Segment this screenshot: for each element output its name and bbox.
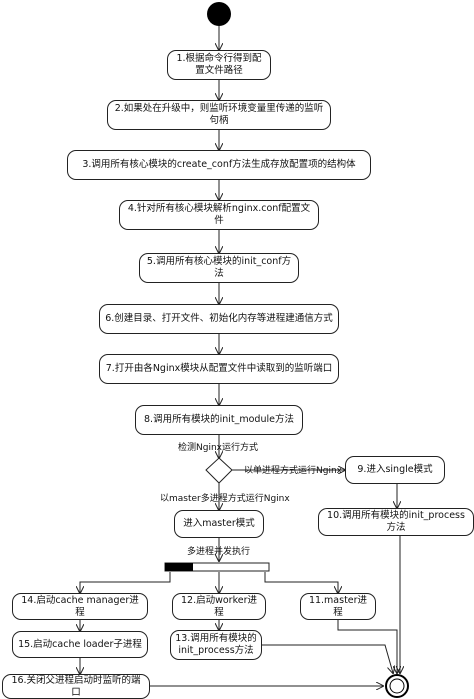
step-5-node: 5.调用所有核心模块的init_conf方法 xyxy=(139,253,299,283)
step-10-text: 10.调用所有模块的init_process方法 xyxy=(327,510,465,533)
decision-node xyxy=(205,457,233,484)
label-single-process: 以单进程方式运行Nginx xyxy=(244,466,342,476)
step-4-text: 4.针对所有核心模块解析nginx.conf配置文件 xyxy=(127,203,311,226)
fork-bar-fill xyxy=(165,563,193,571)
label-concurrent: 多进程并发执行 xyxy=(187,547,251,557)
label-detect-mode: 检测Nginx运行方式 xyxy=(178,443,258,453)
edge-fork-11 xyxy=(264,572,338,593)
end-node-core xyxy=(389,678,405,694)
step-14-text: 14.启动cache manager进程 xyxy=(21,594,139,618)
step-15-node: 15.启动cache loader子进程 xyxy=(12,631,148,658)
step-11-node: 11.master进程 xyxy=(300,593,376,620)
step-3-text: 3.调用所有核心模块的create_conf方法生成存放配置项的结构体 xyxy=(82,159,356,171)
step-4-node: 4.针对所有核心模块解析nginx.conf配置文件 xyxy=(119,200,319,230)
step-16-node: 16.关闭父进程启动时监听的端口 xyxy=(2,674,150,699)
step-8-text: 8.调用所有模块的init_module方法 xyxy=(144,414,294,426)
step-5-text: 5.调用所有核心模块的init_conf方法 xyxy=(146,256,292,279)
step-15-text: 15.启动cache loader子进程 xyxy=(18,638,142,650)
master-mode-text: 进入master模式 xyxy=(183,518,255,530)
edge-13-end xyxy=(260,644,393,673)
step-6-node: 6.创建目录、打开文件、初始化内存等进程建通信方式 xyxy=(99,304,339,334)
edge-11-end xyxy=(337,620,397,673)
step-1-node: 1.根据命令行得到配置文件路径 xyxy=(167,50,271,80)
step-2-text: 2.如果处在升级中，则监听环境变量里传递的监听句柄 xyxy=(114,103,324,126)
step-13-node: 13.调用所有模块的init_process方法 xyxy=(170,630,262,660)
step-13-text: 13.调用所有模块的init_process方法 xyxy=(175,633,257,656)
step-6-text: 6.创建目录、打开文件、初始化内存等进程建通信方式 xyxy=(105,313,333,325)
step-9-text: 9.进入single模式 xyxy=(357,464,433,476)
label-master-multiprocess: 以master多进程方式运行Nginx xyxy=(160,494,290,504)
step-2-node: 2.如果处在升级中，则监听环境变量里传递的监听句柄 xyxy=(107,100,331,130)
step-3-node: 3.调用所有核心模块的create_conf方法生成存放配置项的结构体 xyxy=(67,150,371,180)
step-16-text: 16.关闭父进程启动时监听的端口 xyxy=(11,674,141,698)
step-12-node: 12.启动worker进程 xyxy=(172,593,266,620)
step-9-node: 9.进入single模式 xyxy=(345,456,445,484)
master-mode-node: 进入master模式 xyxy=(174,510,264,538)
step-7-node: 7.打开由各Nginx模块从配置文件中读取到的监听端口 xyxy=(99,354,339,384)
start-node xyxy=(207,2,231,26)
step-14-node: 14.启动cache manager进程 xyxy=(12,593,148,620)
step-1-text: 1.根据命令行得到配置文件路径 xyxy=(176,53,262,76)
step-8-node: 8.调用所有模块的init_module方法 xyxy=(135,405,303,435)
step-7-text: 7.打开由各Nginx模块从配置文件中读取到的监听端口 xyxy=(105,363,333,375)
edge-fork-14 xyxy=(80,572,171,593)
step-11-text: 11.master进程 xyxy=(308,594,368,618)
step-10-node: 10.调用所有模块的init_process方法 xyxy=(318,508,474,536)
step-12-text: 12.启动worker进程 xyxy=(180,594,257,618)
